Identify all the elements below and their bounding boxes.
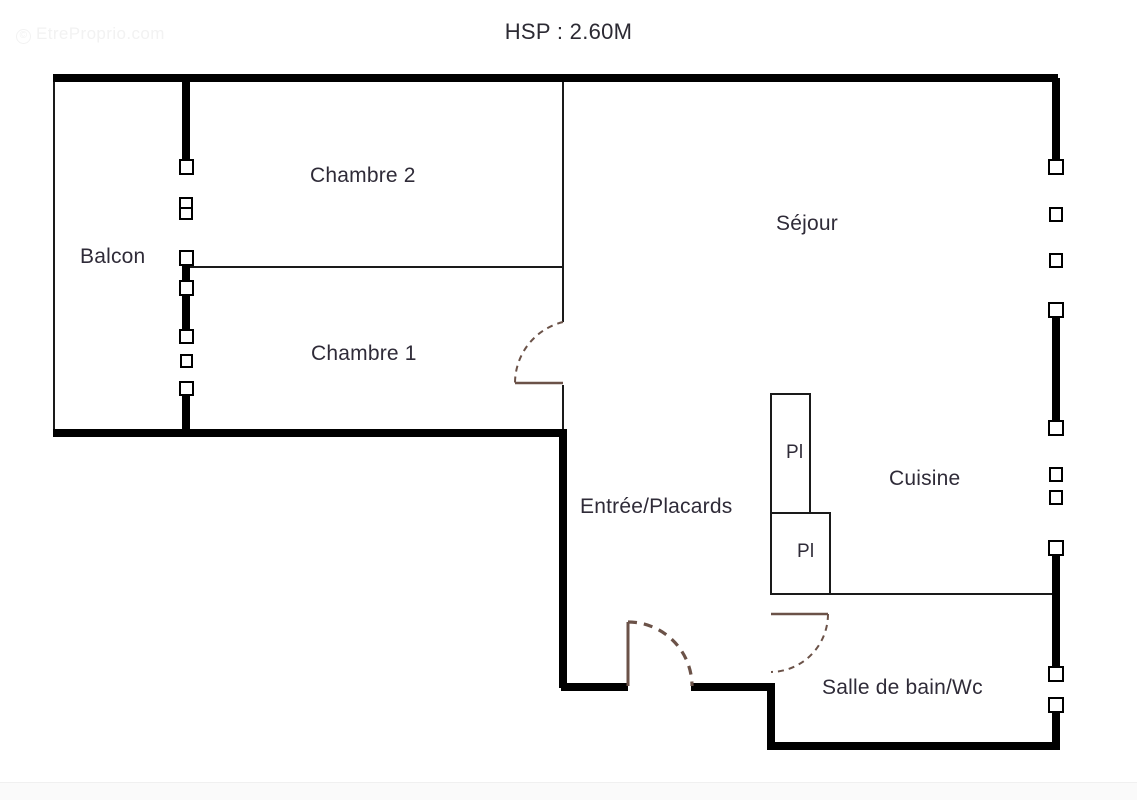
window-marker xyxy=(1047,696,1065,714)
watermark: © EtreProprio.com xyxy=(16,24,165,44)
room-label-placard-upper: Pl xyxy=(786,442,804,463)
window-marker xyxy=(1047,158,1065,176)
thick-walls xyxy=(53,74,1060,750)
window-marker xyxy=(1048,466,1064,483)
watermark-label: EtreProprio.com xyxy=(36,24,165,43)
window-marker xyxy=(1048,489,1064,506)
window-marker xyxy=(1047,419,1065,437)
window-marker xyxy=(1047,539,1065,557)
window-marker xyxy=(178,328,195,345)
door-chambre-1 xyxy=(514,321,564,385)
door-swing-arc xyxy=(514,321,564,384)
room-label-sejour: Séjour xyxy=(776,212,838,235)
window-markers xyxy=(178,158,1065,714)
door-swing-arc xyxy=(770,613,829,673)
bottom-strip xyxy=(0,782,1137,800)
window-marker xyxy=(178,206,194,221)
window-marker xyxy=(1048,252,1064,269)
thin-walls xyxy=(52,75,1056,596)
window-marker xyxy=(178,380,195,397)
window-marker xyxy=(178,249,195,267)
window-marker xyxy=(178,279,195,297)
window-marker xyxy=(1047,301,1065,319)
room-label-chambre-2: Chambre 2 xyxy=(310,164,416,187)
copyright-icon: © xyxy=(16,29,31,44)
window-marker xyxy=(178,196,194,210)
closet-lower xyxy=(769,511,832,596)
window-marker xyxy=(1048,206,1064,223)
page-title: HSP : 2.60M xyxy=(504,19,633,44)
room-label-cuisine: Cuisine xyxy=(889,467,961,490)
door-swing-arc xyxy=(627,620,694,687)
window-marker xyxy=(179,353,194,369)
closet-boxes xyxy=(769,392,832,596)
door-entrance xyxy=(626,620,694,687)
window-marker xyxy=(178,158,195,176)
room-label-salle-de-bain: Salle de bain/Wc xyxy=(822,676,983,699)
door-bathroom xyxy=(770,612,829,673)
room-label-placard-lower: Pl xyxy=(797,541,815,562)
room-label-chambre-1: Chambre 1 xyxy=(311,342,417,365)
room-label-entree-placards: Entrée/Placards xyxy=(580,495,733,518)
room-label-balcon: Balcon xyxy=(80,245,146,268)
window-marker xyxy=(1047,665,1065,683)
